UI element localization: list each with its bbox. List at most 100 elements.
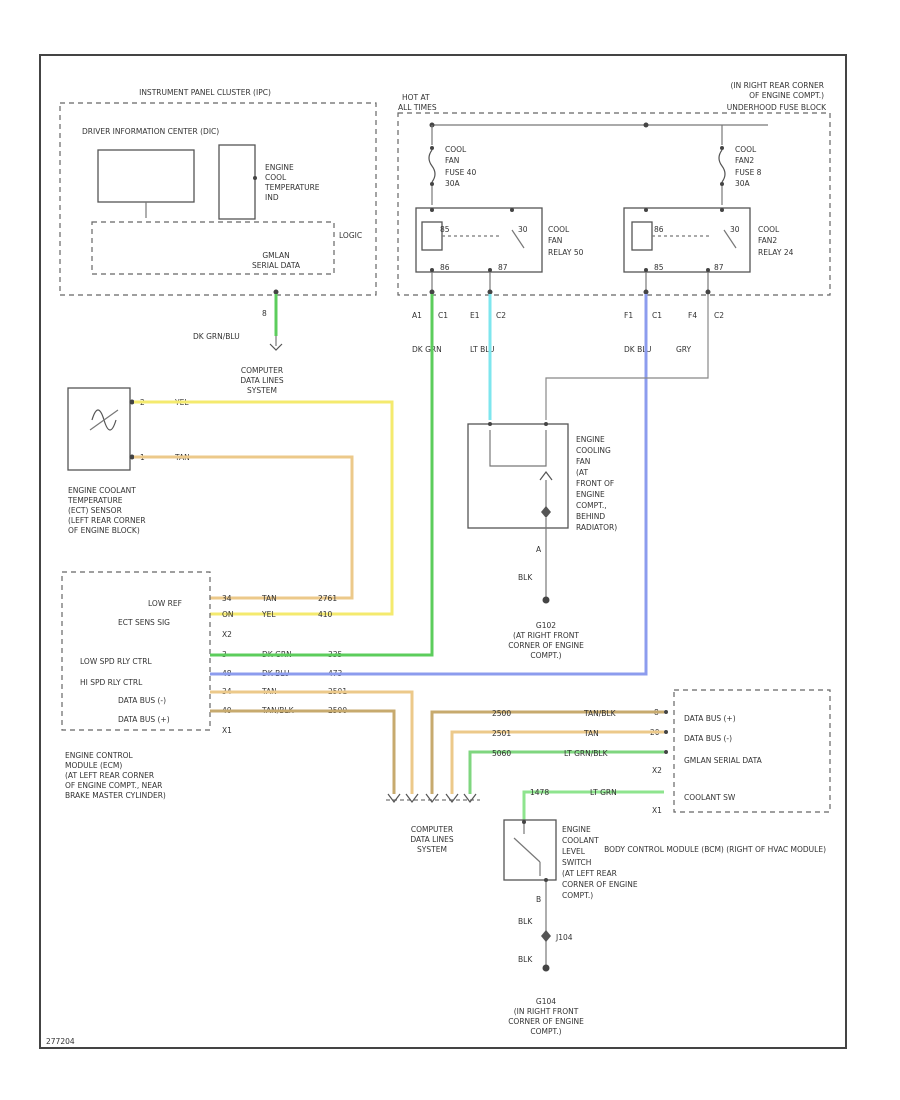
ect-sensor: 2 1 YEL TAN ENGINE COOLANT TEMPERATURE (… (67, 387, 190, 535)
gauge-label-1: ENGINE (265, 163, 294, 172)
term-f4: F4 (688, 311, 697, 320)
ecm-wire-1: YEL (261, 610, 276, 619)
relay1-pin-85: 85 (440, 225, 450, 234)
gauge-label-2: COOL (265, 173, 287, 182)
underhood-fuse-block: HOT AT ALL TIMES (IN RIGHT REAR CORNER O… (397, 81, 831, 296)
bcm-circuit-1: 2501 (492, 729, 511, 738)
wire-label-gry: GRY (676, 345, 692, 354)
fan-label-7: COMPT., (576, 501, 607, 510)
gauge-label-4: IND (265, 193, 279, 202)
g104-id: G104 (536, 997, 556, 1006)
g102-label-2: CORNER OF ENGINE (508, 641, 584, 650)
bcm-wire-3: LT GRN (590, 788, 617, 797)
computer-data-top-3: SYSTEM (247, 386, 277, 395)
fuse2-line-3: FUSE 8 (735, 168, 762, 177)
term-c2a: C2 (496, 311, 506, 320)
bcm-wire-2: LT GRN/BLK (564, 749, 609, 758)
body-control-module: 8 20 DATA BUS (+) DATA BUS (-) GMLAN SER… (604, 689, 831, 854)
ecm-connector-x1: X1 (222, 726, 232, 735)
logic-label: LOGIC (339, 231, 362, 240)
ecm-pin-0: 34 (222, 594, 232, 603)
relay2-pin-85: 85 (654, 263, 664, 272)
ecm-label-3: HI SPD RLY CTRL (80, 678, 143, 687)
ecm-label-5: DATA BUS (+) (118, 715, 170, 724)
ecm-desc-2: MODULE (ECM) (65, 761, 122, 770)
cool-fan-relay-50 (415, 207, 543, 273)
computer-data-bottom-3: SYSTEM (417, 845, 447, 854)
fuse1-line-2: FAN (445, 156, 459, 165)
level-sw-label-2: COOLANT (562, 836, 599, 845)
fuse1-line-4: 30A (445, 179, 461, 188)
bcm-label-0: DATA BUS (+) (684, 714, 736, 723)
level-sw-wire-2: BLK (518, 955, 533, 964)
gauge-label-3: TEMPERATURE (264, 183, 320, 192)
ufb-location-1: (IN RIGHT REAR CORNER (730, 81, 824, 90)
ect-low-ref-wire (134, 455, 354, 600)
bcm-coolant-sw-wire (522, 790, 664, 820)
ipc-pin: 8 (262, 309, 267, 318)
ipc-wire-color: DK GRN/BLU (193, 332, 240, 341)
ect-label-3: (ECT) SENSOR (68, 506, 122, 515)
fan-label-8: BEHIND (576, 512, 605, 521)
level-sw-label-3: LEVEL (562, 847, 586, 856)
bcm-data-bus-neg-wire (450, 730, 664, 794)
ecm-data-bus-neg-wire (210, 690, 414, 794)
fuse2-line-1: COOL (735, 145, 757, 154)
level-sw-label-4: SWITCH (562, 858, 591, 867)
relay2-pin-87: 87 (714, 263, 724, 272)
fan-label-1: ENGINE (576, 435, 605, 444)
ecm-circuit-1: 410 (318, 610, 333, 619)
ect-label-5: OF ENGINE BLOCK) (68, 526, 140, 535)
ecm-label-0: LOW REF (148, 599, 182, 608)
bcm-connector-x1: X1 (652, 806, 662, 815)
fan-feed-wire-gry (545, 294, 709, 420)
engine-temp-indicator (218, 144, 256, 220)
g102-label-3: COMPT.) (530, 651, 561, 660)
g104-label-1: (IN RIGHT FRONT (514, 1007, 579, 1016)
ecm-label-2: LOW SPD RLY CTRL (80, 657, 152, 666)
computer-data-bottom-1: COMPUTER (411, 825, 453, 834)
level-sw-wire-1: BLK (518, 917, 533, 926)
term-c2b: C2 (714, 311, 724, 320)
relay1-label-1: COOL (548, 225, 570, 234)
ecm-label-4: DATA BUS (-) (118, 696, 166, 705)
computer-data-top-2: DATA LINES (240, 376, 283, 385)
ground-g102: G102 (AT RIGHT FRONT CORNER OF ENGINE CO… (508, 621, 584, 660)
gmlan-label-2: SERIAL DATA (252, 261, 301, 270)
ecm-pin-1: ON (222, 610, 234, 619)
cool-fan2-relay-24 (623, 207, 751, 273)
bcm-label-1: DATA BUS (-) (684, 734, 732, 743)
computer-data-top-1: COMPUTER (241, 366, 283, 375)
level-sw-splice: J104 (555, 933, 573, 942)
bcm-wire-1: TAN (583, 729, 599, 738)
relay2-label-2: FAN2 (758, 236, 777, 245)
fan-label-2: COOLING (576, 446, 611, 455)
ecm-desc-5: BRAKE MASTER CYLINDER) (65, 791, 166, 800)
ect-label-1: ENGINE COOLANT (68, 486, 136, 495)
level-sw-label-7: COMPT.) (562, 891, 593, 900)
ufb-location-3: UNDERHOOD FUSE BLOCK (727, 103, 827, 112)
g104-label-3: COMPT.) (530, 1027, 561, 1036)
hot-at-1: HOT AT (402, 93, 430, 102)
ecm-wire-0: TAN (261, 594, 277, 603)
fuse2-line-4: 30A (735, 179, 751, 188)
term-c1a: C1 (438, 311, 448, 320)
footer-id: 277204 (46, 1037, 75, 1046)
relay2-label-1: COOL (758, 225, 780, 234)
term-c1b: C1 (652, 311, 662, 320)
bcm-connector-x2: X2 (652, 766, 662, 775)
relay2-pin-30: 30 (730, 225, 740, 234)
relay2-pin-86: 86 (654, 225, 664, 234)
fuse1-line-3: FUSE 40 (445, 168, 476, 177)
bcm-desc: BODY CONTROL MODULE (BCM) (RIGHT OF HVAC… (604, 845, 826, 854)
ect-label-4: (LEFT REAR CORNER (68, 516, 146, 525)
engine-cooling-fan: ENGINE COOLING FAN (AT FRONT OF ENGINE C… (467, 422, 617, 604)
dic-display (97, 149, 195, 203)
ipc-title: INSTRUMENT PANEL CLUSTER (IPC) (139, 88, 271, 97)
g104-label-2: CORNER OF ENGINE (508, 1017, 584, 1026)
dic-label: DRIVER INFORMATION CENTER (DIC) (82, 127, 219, 136)
relay1-pin-86: 86 (440, 263, 450, 272)
wire-label-dk-blu: DK BLU (624, 345, 652, 354)
bcm-data-bus-pos-wire (430, 710, 664, 794)
